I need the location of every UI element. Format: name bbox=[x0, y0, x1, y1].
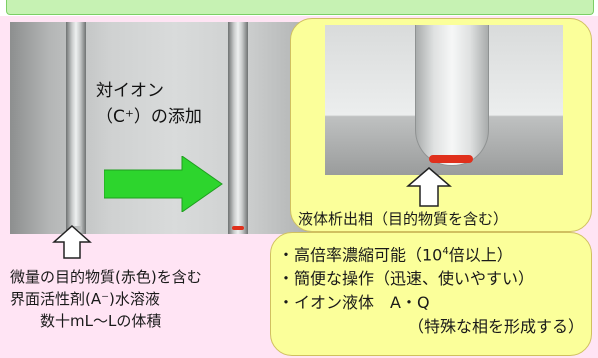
up-arrow-icon bbox=[52, 224, 92, 259]
feature-item-ionic-liquid: ・イオン液体 A・Q bbox=[278, 293, 430, 313]
red-liquid-layer bbox=[429, 155, 473, 163]
inset-photo bbox=[325, 25, 563, 175]
feature-item-concentration: ・高倍率濃縮可能（104倍以上） bbox=[278, 240, 584, 267]
top-banner bbox=[6, 0, 594, 15]
counter-ion-label: 対イオン （C⁺）の添加 bbox=[96, 78, 202, 130]
sample-line2: 界面活性剤(A⁻)水溶液 bbox=[10, 290, 160, 308]
liquid-phase-label: 液体析出相（目的物質を含む） bbox=[298, 210, 509, 228]
large-tube bbox=[415, 25, 489, 166]
sample-photo bbox=[10, 22, 340, 234]
tube-left bbox=[66, 22, 86, 234]
sample-description: 微量の目的物質(赤色)を含む 界面活性剤(A⁻)水溶液 数十mL～Lの体積 bbox=[10, 266, 202, 332]
feature-item1-superscript: 4 bbox=[442, 246, 449, 257]
sample-line3: 数十mL～Lの体積 bbox=[40, 312, 162, 330]
counter-ion-line2: （C⁺）の添加 bbox=[96, 107, 202, 127]
feature-item1-suffix: 倍以上） bbox=[448, 245, 513, 265]
feature-item-ionic-liquid-note: （特殊な相を形成する） bbox=[408, 317, 585, 337]
inset-up-arrow-icon bbox=[406, 167, 452, 207]
feature-item-easy-operation: ・簡便な操作（迅速、使いやすい） bbox=[278, 269, 535, 289]
feature-bullets: ・高倍率濃縮可能（104倍以上） ・簡便な操作（迅速、使いやすい） ・イオン液体… bbox=[278, 240, 584, 339]
sample-line1: 微量の目的物質(赤色)を含む bbox=[10, 268, 202, 286]
feature-item1-prefix: ・高倍率濃縮可能（10 bbox=[278, 245, 443, 265]
counter-ion-line1: 対イオン bbox=[96, 81, 164, 101]
tube-right-red-bottom bbox=[232, 226, 244, 230]
features-callout bbox=[270, 232, 592, 356]
tube-right bbox=[228, 22, 248, 234]
green-right-arrow-icon bbox=[104, 156, 223, 212]
inset-callout bbox=[290, 18, 592, 232]
tube-left-bottom bbox=[70, 226, 82, 230]
